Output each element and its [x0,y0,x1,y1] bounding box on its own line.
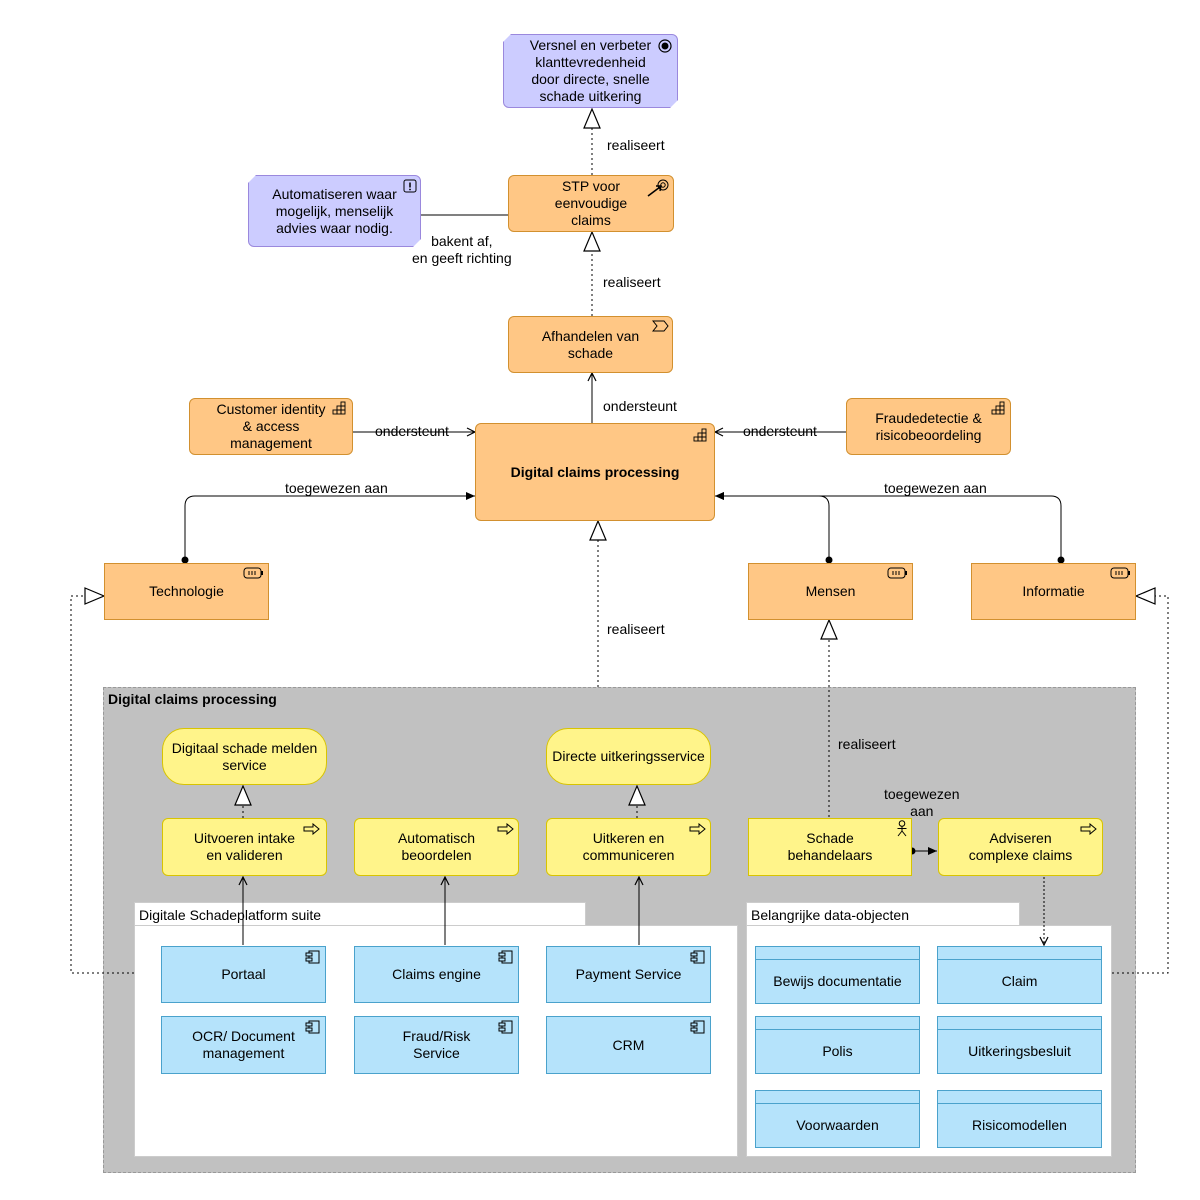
data-object-uitkeringsbesluit[interactable]: Uitkeringsbesluit [937,1016,1102,1074]
component-fraud-risk-label: Fraud/Risk Service [402,1028,471,1061]
component-icon [305,950,320,964]
capability-fraud-label: Fraudedetectie & risicobeoordeling [875,409,982,443]
value-stream-element[interactable]: Afhandelen van schade [508,316,673,373]
service-uitkering-label: Directe uitkeringsservice [552,748,705,764]
resource-mensen-label: Mensen [805,583,856,599]
label-realiseert-mensen: realiseert [838,736,896,752]
process-arrow-icon [497,823,514,835]
role-schade-behandelaars[interactable]: Schade behandelaars [748,818,912,876]
principle-icon [403,179,417,193]
process-intake-label: Uitvoeren intake en valideren [193,830,296,863]
process-arrow-icon [303,823,320,835]
service-schade-melden-label: Digitaal schade melden service [171,739,318,773]
data-object-bewijs-label: Bewijs documentatie [773,972,902,989]
data-object-voorwaarden-label: Voorwaarden [796,1116,879,1133]
component-fraud-risk[interactable]: Fraud/Risk Service [354,1016,519,1074]
data-group-tab: Belangrijke data-objecten [746,902,1020,926]
process-adviseren[interactable]: Adviseren complexe claims [938,818,1103,876]
process-uitkeren-label: Uitkeren en communiceren [582,830,675,863]
resource-informatie[interactable]: Informatie [971,563,1136,620]
outcome-icon [647,179,669,197]
goal-element[interactable]: Versnel en verbeter klanttevredenheid do… [503,34,678,108]
goal-icon [658,39,672,53]
resource-icon [1110,567,1130,579]
component-payment-service[interactable]: Payment Service [546,946,711,1003]
data-object-uitkeringsbesluit-label: Uitkeringsbesluit [968,1042,1071,1059]
capability-ciam[interactable]: Customer identity & access management [189,398,353,455]
resource-technologie-label: Technologie [149,583,224,599]
resource-icon [887,567,907,579]
outcome-element[interactable]: STP voor eenvoudige claims [508,175,674,232]
label-ondersteunt-fraud: ondersteunt [743,423,817,439]
capability-icon [991,401,1005,415]
resource-informatie-label: Informatie [1022,583,1085,599]
outcome-label: STP voor eenvoudige claims [554,178,628,228]
principle-element[interactable]: Automatiseren waar mogelijk, menselijk a… [248,175,421,247]
process-beoordelen[interactable]: Automatisch beoordelen [354,818,519,876]
capability-icon [332,401,346,415]
resource-icon [243,567,263,579]
data-object-voorwaarden[interactable]: Voorwaarden [755,1090,920,1148]
data-object-claim-label: Claim [1001,972,1038,989]
label-realiseert-outcome: realiseert [603,274,661,290]
value-stream-icon [652,320,669,332]
capability-fraud[interactable]: Fraudedetectie & risicobeoordeling [846,398,1011,455]
label-toegewezen-left: toegewezen aan [285,480,388,496]
label-realiseert-capability: realiseert [607,621,665,637]
component-icon [498,1020,513,1034]
data-object-claim[interactable]: Claim [937,946,1102,1004]
data-object-bewijs[interactable]: Bewijs documentatie [755,946,920,1004]
component-icon [498,950,513,964]
component-icon [690,950,705,964]
component-icon [690,1020,705,1034]
label-ondersteunt-vs: ondersteunt [603,398,677,414]
label-toegewezen-role: toegewezen aan [884,786,960,819]
component-crm-label: CRM [612,1036,645,1053]
data-group-title: Belangrijke data-objecten [751,907,909,923]
component-claims-engine[interactable]: Claims engine [354,946,519,1003]
component-icon [305,1020,320,1034]
component-portaal-label: Portaal [221,966,266,982]
role-label: Schade behandelaars [787,830,873,863]
principle-label: Automatiseren waar mogelijk, menselijk a… [272,185,397,236]
capability-digital-claims-processing[interactable]: Digital claims processing [475,423,715,521]
value-stream-label: Afhandelen van schade [541,327,640,361]
data-object-risicomodellen[interactable]: Risicomodellen [937,1090,1102,1148]
label-toegewezen-right: toegewezen aan [884,480,987,496]
component-portaal[interactable]: Portaal [161,946,326,1003]
component-claims-engine-label: Claims engine [392,966,481,982]
process-uitkeren[interactable]: Uitkeren en communiceren [546,818,711,876]
data-object-polis[interactable]: Polis [755,1016,920,1074]
label-ondersteunt-ciam: ondersteunt [375,423,449,439]
group-title: Digital claims processing [108,691,277,707]
process-arrow-icon [689,823,706,835]
goal-label: Versnel en verbeter klanttevredenheid do… [529,37,652,104]
process-beoordelen-label: Automatisch beoordelen [397,830,476,863]
process-adviseren-label: Adviseren complexe claims [968,830,1073,863]
service-schade-melden[interactable]: Digitaal schade melden service [162,728,327,785]
component-ocr-label: OCR/ Document management [192,1028,295,1061]
suite-group-tab: Digitale Schadeplatform suite [134,902,586,926]
component-payment-label: Payment Service [575,966,682,982]
process-intake[interactable]: Uitvoeren intake en valideren [162,818,327,876]
process-arrow-icon [1080,823,1097,835]
component-crm[interactable]: CRM [546,1016,711,1074]
data-object-polis-label: Polis [822,1042,853,1059]
data-object-risicomodellen-label: Risicomodellen [972,1116,1067,1133]
component-ocr[interactable]: OCR/ Document management [161,1016,326,1074]
resource-mensen[interactable]: Mensen [748,563,913,620]
capability-main-label: Digital claims processing [510,463,680,480]
resource-technologie[interactable]: Technologie [104,563,269,620]
capability-ciam-label: Customer identity & access management [216,401,326,451]
label-realiseert-goal: realiseert [607,137,665,153]
role-actor-icon [897,820,907,837]
label-bakent: bakent af, en geeft richting [412,233,512,266]
capability-icon [693,428,707,442]
suite-group-title: Digitale Schadeplatform suite [139,907,322,923]
service-uitkering[interactable]: Directe uitkeringsservice [546,728,711,785]
